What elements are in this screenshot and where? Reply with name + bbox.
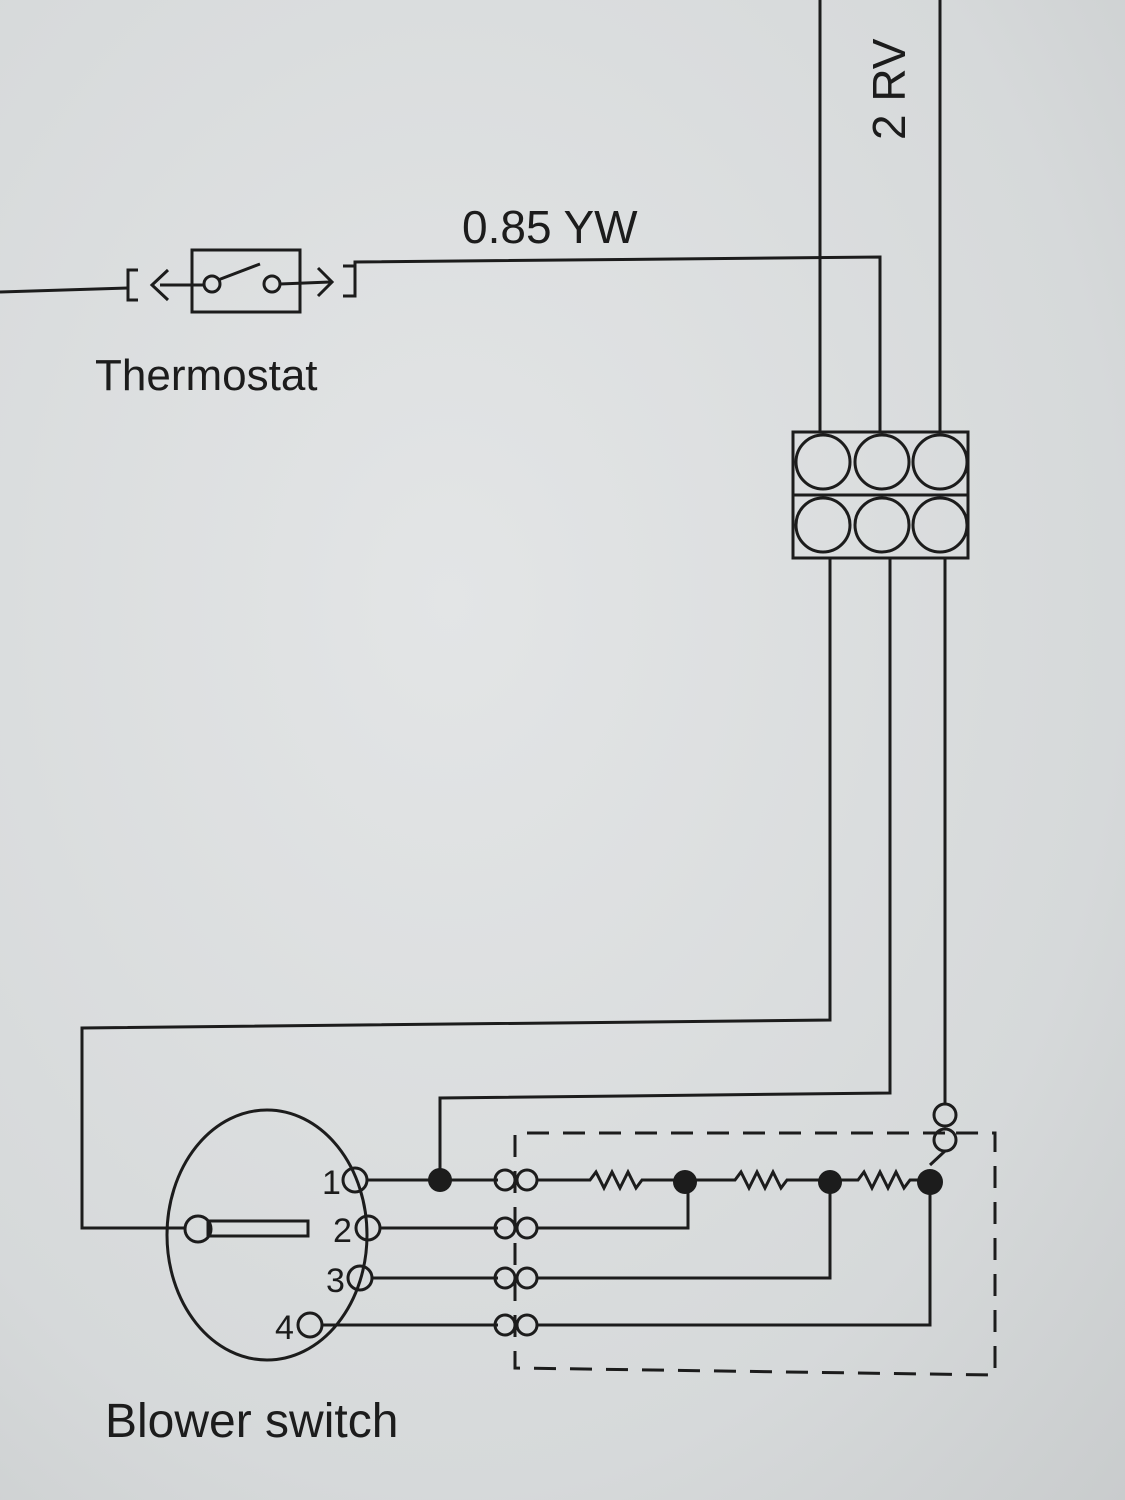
resistor-enclosure [513, 1131, 997, 1377]
connector-block [791, 430, 970, 560]
wire-label-2rv: 2 RV [863, 38, 915, 140]
thermostat-label: Thermostat [95, 351, 318, 400]
harness-wires-top [353, 0, 942, 432]
switch-position-2: 2 [333, 1212, 352, 1250]
switch-position-4: 4 [275, 1309, 294, 1347]
switch-position-1: 1 [322, 1164, 341, 1202]
wire-label-085yw: 0.85 YW [462, 201, 638, 253]
blower-switch-label: Blower switch [105, 1395, 398, 1448]
switch-position-3: 3 [326, 1262, 345, 1300]
resistor-network [322, 1149, 947, 1337]
harness-wires-bottom [80, 558, 958, 1230]
thermostat-symbol [0, 248, 357, 314]
